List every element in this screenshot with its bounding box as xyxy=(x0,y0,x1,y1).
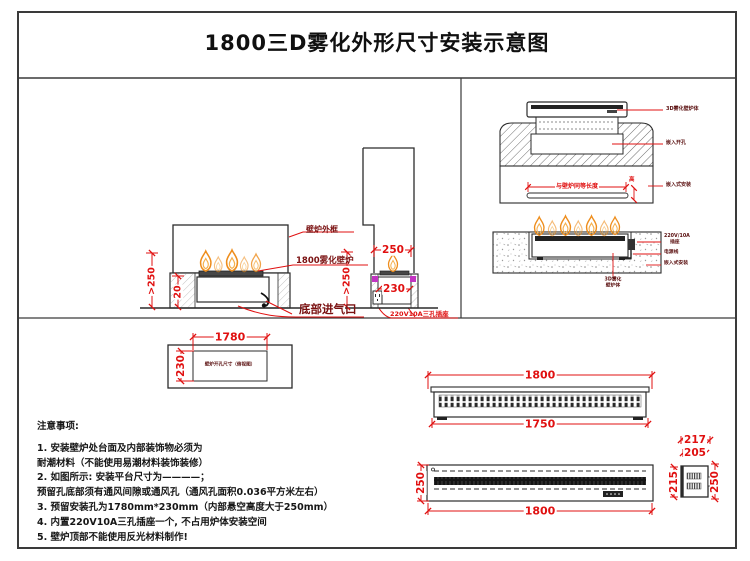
grille-bottom xyxy=(686,482,702,490)
opening-outline xyxy=(192,350,268,382)
dim-front-base-gap: 20 xyxy=(172,284,184,300)
note-line: 5. 壁炉顶部不能使用反光材料制作! xyxy=(37,531,188,543)
label-air-inlet: 底部进气口 xyxy=(299,302,357,316)
sheet-frame xyxy=(17,11,737,549)
burner-plate xyxy=(198,270,264,277)
socket-block xyxy=(628,239,635,250)
dim-front-clearance: >250 xyxy=(146,266,158,296)
label-embed-body: 3D雾化壁炉体 xyxy=(666,106,699,112)
stack-block xyxy=(535,116,619,135)
dim-embed-length: 与壁炉同等长度 xyxy=(554,183,600,190)
insulation-marker-left xyxy=(372,276,378,282)
fireplace-insert-rect xyxy=(196,276,270,303)
label-embed-body-l2: 壁炉体 xyxy=(605,283,621,289)
note-line: 预留孔底部须有通风间隙或通风孔（通风孔面积0.036平方米左右） xyxy=(37,487,324,499)
dim-opening-depth: 230 xyxy=(174,354,187,378)
dim-side-inner-width: 205 xyxy=(683,446,707,459)
note-line: 耐潮材料（不能使用易潮材料装饰装修） xyxy=(37,457,209,469)
control-panel xyxy=(603,491,623,497)
label-fireplace: 1800雾化壁炉 xyxy=(296,256,354,266)
plan-burner-strip xyxy=(434,477,646,485)
note-line: 3. 预留安装孔为1780mm*230mm（内部悬空高度大于250mm） xyxy=(37,501,333,513)
embed-section-dimensions xyxy=(524,109,663,204)
label-embed-install: 嵌入式安装 xyxy=(666,182,692,188)
dim-side-outer-width: 217 xyxy=(683,433,707,446)
dim-side-opening-depth: 230 xyxy=(382,282,406,295)
socket-box xyxy=(372,290,383,305)
label-embed-side-install: 嵌入式安装 xyxy=(664,261,688,266)
side-box xyxy=(680,465,709,498)
note-line: 1. 安装壁炉处台面及内部装饰物必须为 xyxy=(37,442,203,454)
embed-side-drawing xyxy=(492,215,662,274)
dim-elev-overall: 1800 xyxy=(523,368,557,382)
top-lid xyxy=(430,386,650,393)
pilot-dot xyxy=(431,467,435,472)
plan-view-drawing xyxy=(426,464,654,502)
front-elevation-drawing xyxy=(430,386,650,420)
vent-grid xyxy=(438,394,642,408)
dim-embed-height: 高 xyxy=(629,177,635,183)
dim-plan-width: 1800 xyxy=(523,504,557,518)
outer-frame-rect xyxy=(172,224,289,274)
fireplace-slab xyxy=(526,101,628,118)
embed-side-leaders xyxy=(612,241,661,276)
side-burner-plate xyxy=(379,270,410,276)
embed-opening xyxy=(530,133,624,155)
leader-outer-frame xyxy=(288,231,354,238)
leader-air-inlet xyxy=(237,305,364,318)
power-cord xyxy=(260,292,270,307)
label-embed-opening: 嵌入开孔 xyxy=(666,140,687,146)
page-title: 1800三D雾化外形尺寸安装示意图 xyxy=(204,31,550,55)
label-outer-frame: 壁炉外框 xyxy=(306,225,338,234)
leader-air-inlet-2 xyxy=(265,300,293,315)
slab-control xyxy=(607,110,617,113)
leader-fireplace xyxy=(257,264,368,272)
notes-heading: 注意事项: xyxy=(37,421,79,432)
label-power-cord: 电源线 xyxy=(664,250,679,255)
cord-line xyxy=(625,250,632,259)
label-embed-body-l1: 3D雾化 xyxy=(604,277,622,283)
front-view-drawing xyxy=(140,224,302,309)
dim-elev-bottom: 1750 xyxy=(523,417,557,431)
dim-opening-width: 1780 xyxy=(213,330,247,344)
power-plug xyxy=(261,303,267,308)
notes-block: 注意事项: 1. 安装壁炉处台面及内部装饰物必须为 耐潮材料（不能使用易潮材料装… xyxy=(37,420,447,545)
dim-side-clearance: >250 xyxy=(341,266,353,296)
grille-top xyxy=(686,472,702,480)
label-socket-l1: 220V/10A xyxy=(664,234,690,239)
dim-side-right-height: 250 xyxy=(708,470,721,494)
note-line: 4. 内置220V10A三孔插座一个, 不占用炉体安装空间 xyxy=(37,516,267,528)
note-line: 2. 如图所示: 安装平台尺寸为————； xyxy=(37,472,210,484)
dim-side-depth: 250 xyxy=(381,243,405,256)
side-elevation-drawing xyxy=(680,465,712,498)
wall-outline xyxy=(363,147,415,273)
dim-side-left-height: 215 xyxy=(667,470,680,494)
base-slot xyxy=(526,192,629,199)
burner-strip xyxy=(535,236,625,241)
side-flame xyxy=(387,253,399,273)
label-socket: 220V10A三孔插座 xyxy=(390,310,449,318)
label-opening-plan: 壁炉开孔尺寸（俯视图） xyxy=(204,362,256,368)
opening-plan-drawing xyxy=(167,344,293,389)
label-socket-l2: 插座 xyxy=(670,240,680,245)
insulation-marker-right xyxy=(410,276,416,282)
